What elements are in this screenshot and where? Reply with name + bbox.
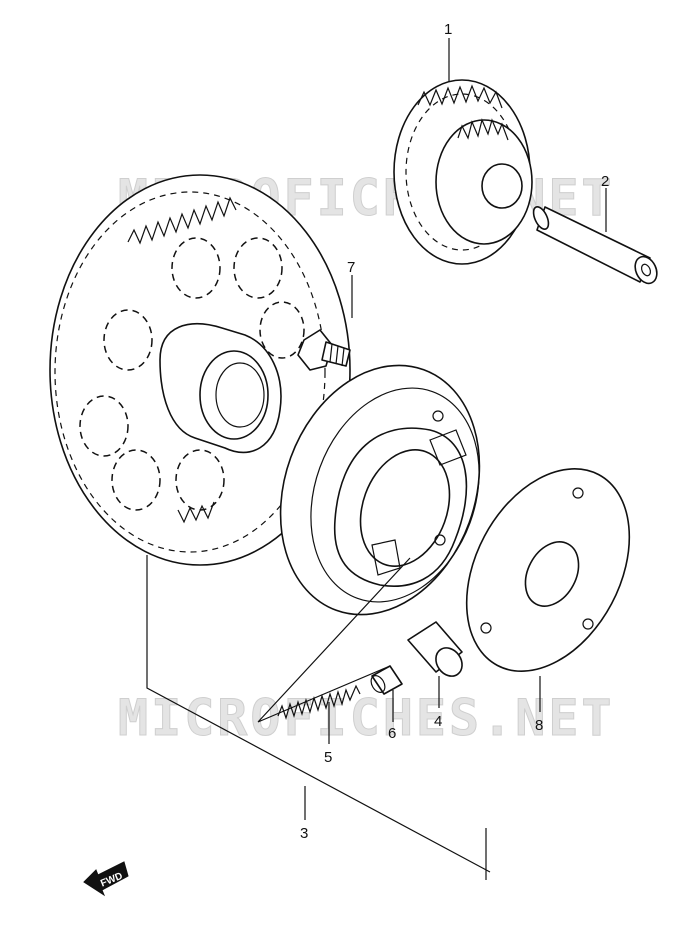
one-way-clutch-housing	[279, 364, 481, 616]
callout-7: 7	[347, 259, 355, 276]
idler-gear-part-1	[393, 79, 533, 265]
shaft-part-2	[532, 206, 658, 285]
bolt-part-7	[297, 329, 351, 371]
callout-6: 6	[388, 725, 396, 742]
roller-part-4	[407, 621, 463, 677]
callout-5: 5	[324, 749, 332, 766]
callout-1: 1	[444, 21, 452, 38]
callout-4: 4	[434, 713, 442, 730]
washer-plate-part-8	[465, 468, 631, 672]
leader-lines	[146, 38, 607, 880]
plunger-part-6	[370, 665, 403, 695]
starter-driven-gear-part-3	[49, 174, 351, 566]
callout-2: 2	[601, 173, 609, 190]
callout-3: 3	[300, 825, 308, 842]
watermark-bottom: MICROFICHES.NET	[118, 689, 615, 747]
callout-8: 8	[535, 717, 543, 734]
fwd-direction-badge: FWD	[83, 861, 129, 897]
